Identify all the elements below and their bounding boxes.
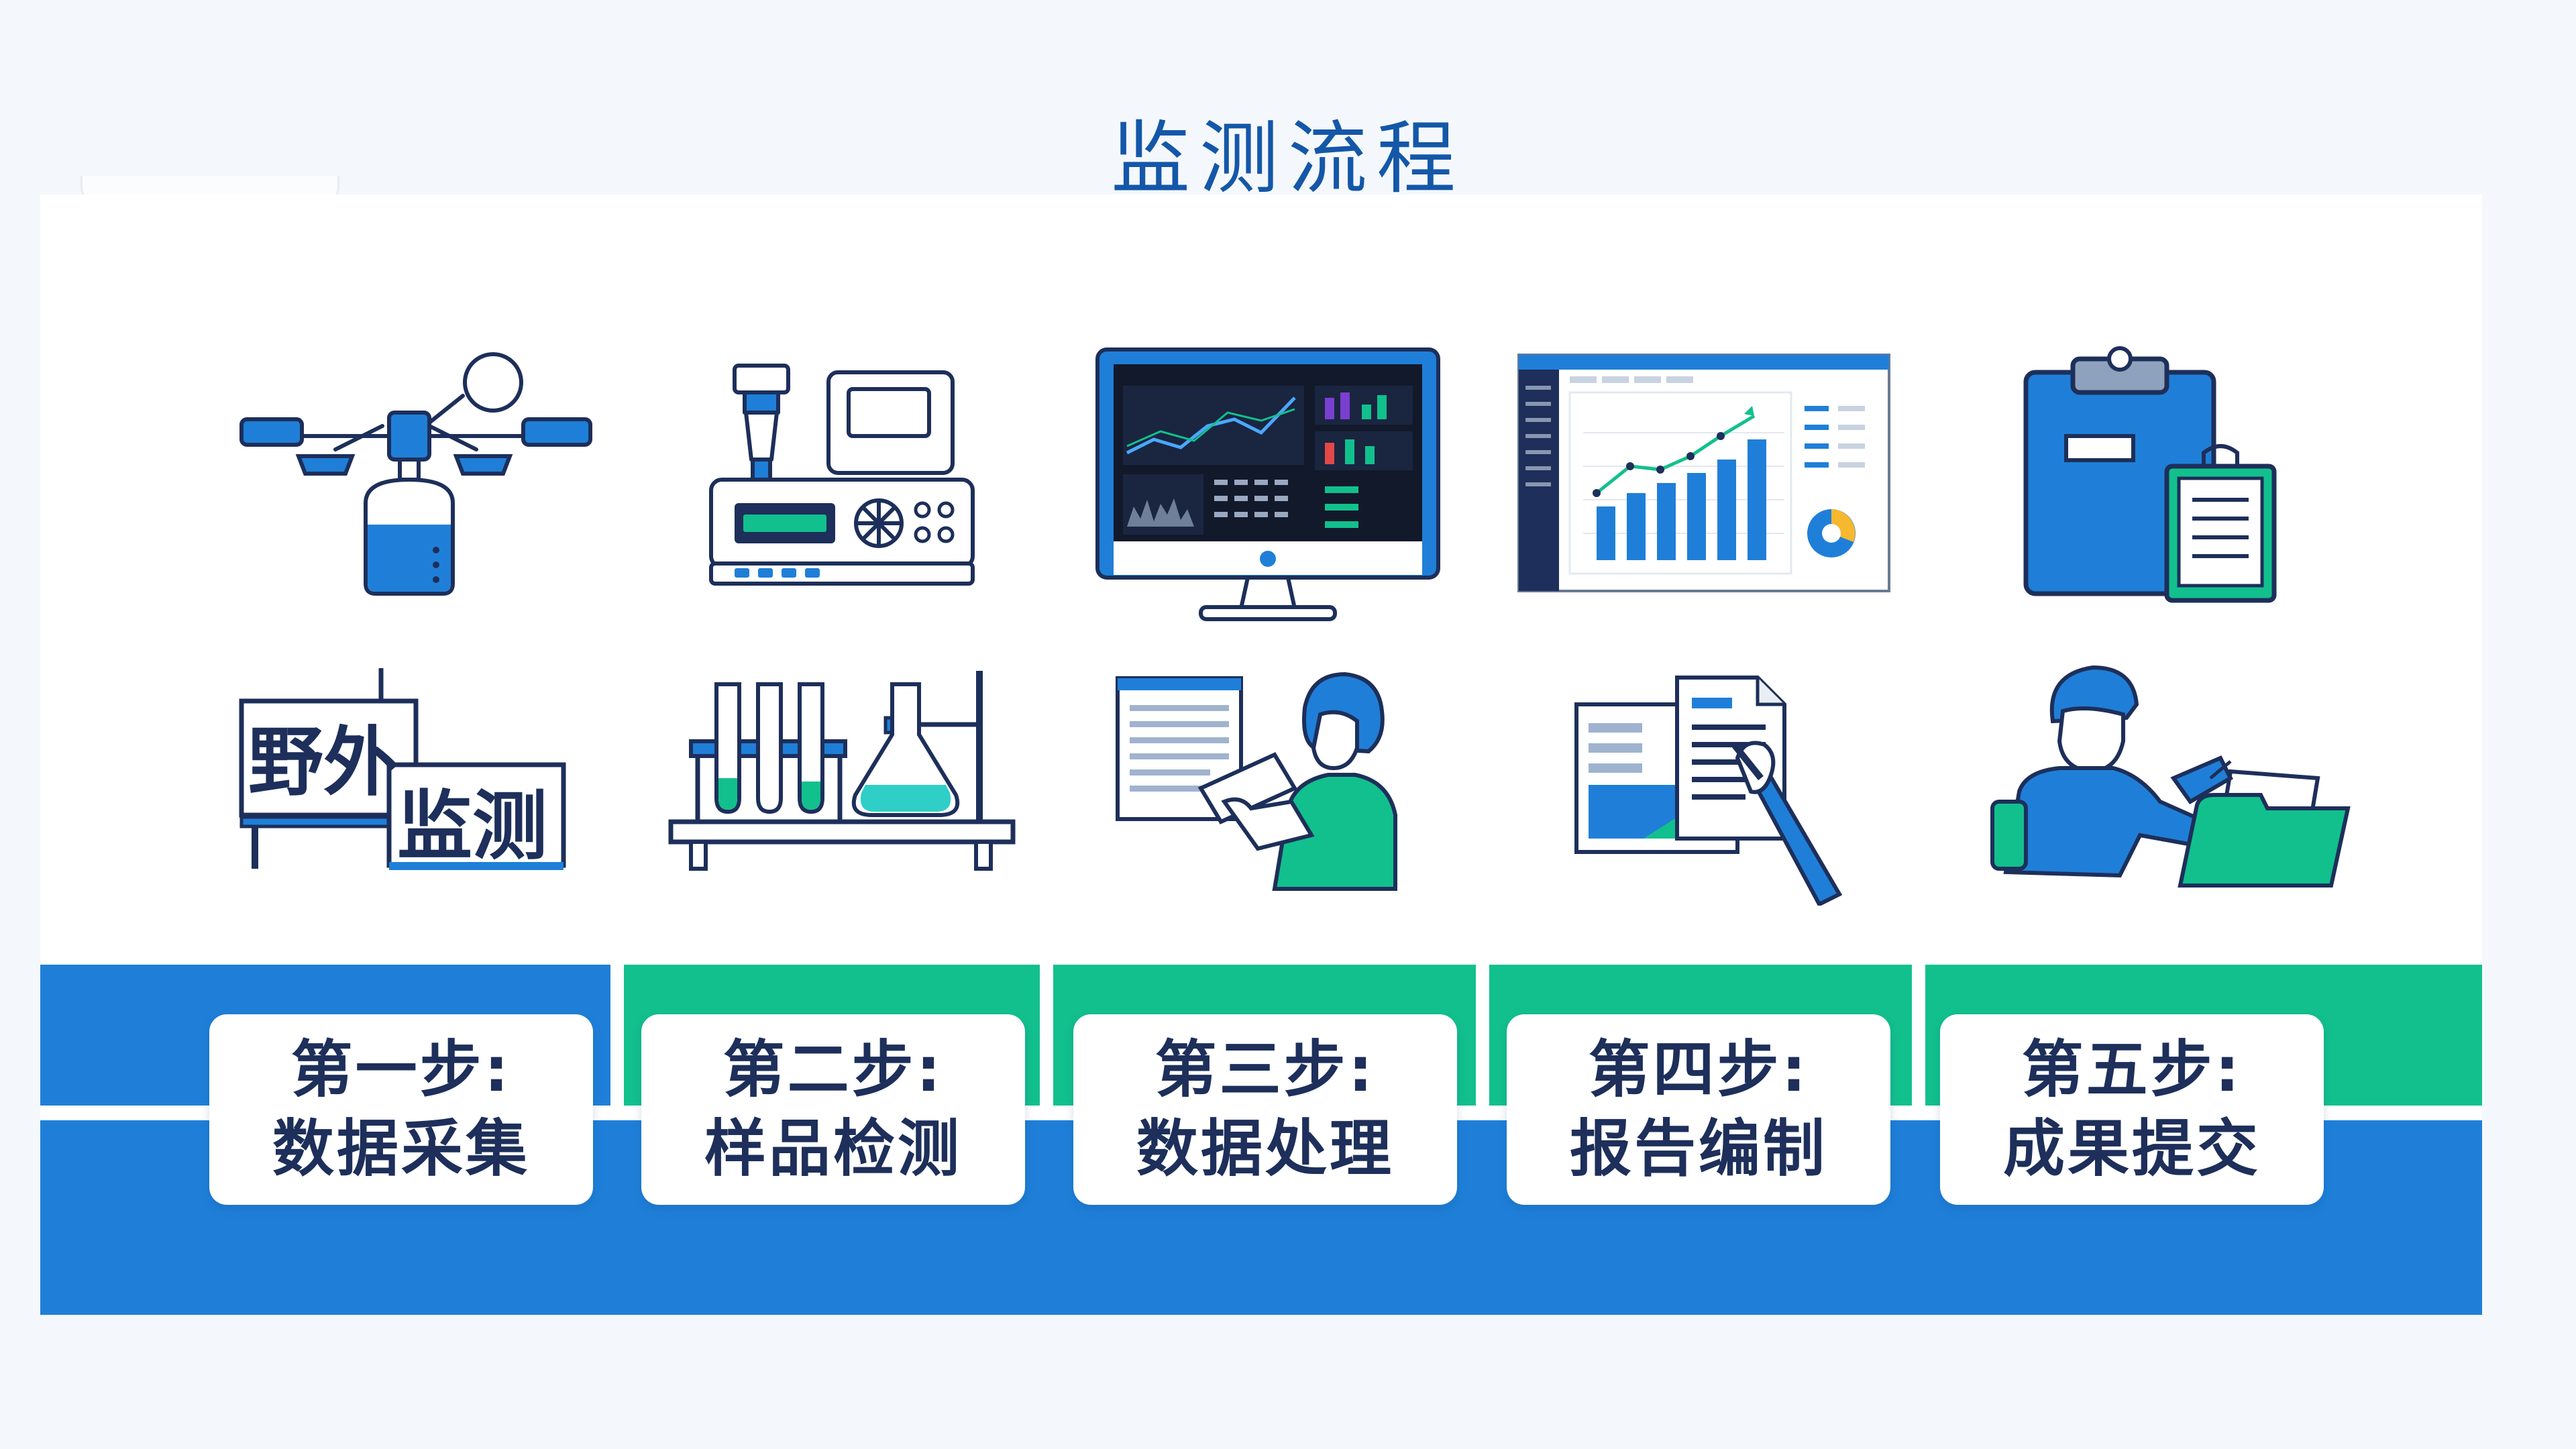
field-sign-text-1: 野外 [248, 719, 398, 806]
step-name: 数据采集 [272, 1113, 530, 1185]
data-monitor-icon [1095, 347, 1440, 621]
step-card-4: 第四步: 报告编制 [1507, 1014, 1890, 1205]
page-title: 监测流程 [1110, 112, 1465, 205]
step-label: 第三步: [1155, 1034, 1376, 1106]
step-card-1: 第一步: 数据采集 [209, 1014, 593, 1205]
step-label: 第一步: [290, 1034, 512, 1106]
step-card-5: 第五步: 成果提交 [1940, 1014, 2324, 1205]
step-label: 第四步: [1588, 1034, 1809, 1106]
step-name: 报告编制 [1569, 1113, 1827, 1185]
step-card-2: 第二步: 样品检测 [641, 1014, 1025, 1205]
step-name: 样品检测 [704, 1113, 962, 1185]
analyst-tablet-icon [1116, 672, 1397, 891]
report-document-icon [1574, 676, 1843, 906]
drone-sampler-icon [239, 352, 592, 596]
field-monitoring-sign-icon: 野外 监测 [239, 668, 566, 870]
field-sign-text-2: 监测 [397, 783, 547, 870]
lab-analyzer-icon [709, 364, 975, 586]
process-panel: 野外 监测 [40, 195, 2482, 1315]
clipboard-icon [2023, 346, 2277, 603]
step-card-3: 第三步: 数据处理 [1073, 1014, 1457, 1205]
dashboard-chart-icon [1517, 354, 1890, 592]
step-name: 数据处理 [1136, 1113, 1394, 1185]
worker-submitting-icon [1990, 665, 2351, 888]
step-label: 第二步: [722, 1034, 944, 1106]
test-tubes-flask-icon [668, 671, 1016, 871]
step-label: 第五步: [2021, 1034, 2243, 1106]
step-name: 成果提交 [2002, 1113, 2261, 1185]
